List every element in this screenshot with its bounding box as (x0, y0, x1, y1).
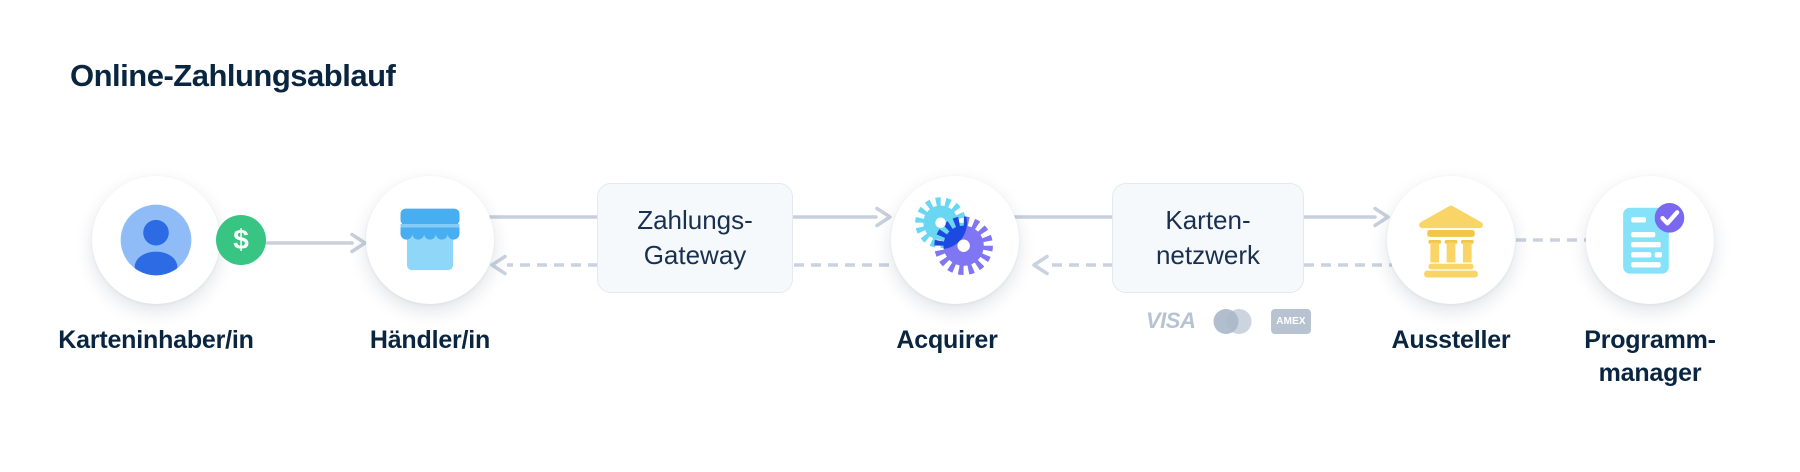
dollar-icon: $ (233, 224, 249, 255)
forward-arrows (265, 206, 1390, 254)
label-programm-manager-line1: Programm- (1584, 326, 1716, 354)
zahlungs-gateway-box: Zahlungs- Gateway (597, 183, 793, 293)
karten-netzwerk-label-line2: netzwerk (1155, 240, 1261, 270)
mastercard-icon (1213, 308, 1252, 334)
check-icon (1660, 210, 1680, 226)
node-haendler (366, 176, 494, 304)
bank-icon (1419, 205, 1483, 278)
label-acquirer: Acquirer (896, 326, 998, 354)
arrowhead-right-icon (875, 206, 892, 228)
karten-netzwerk-box: Karten- netzwerk (1112, 183, 1304, 293)
arrowhead-right-icon (350, 232, 367, 254)
label-programm-manager-line2: manager (1598, 359, 1702, 387)
arrowhead-left-icon (490, 254, 507, 276)
zahlungs-gateway-label-line2: Gateway (643, 240, 747, 270)
karten-netzwerk-label-line1: Karten- (1165, 205, 1251, 235)
dollar-badge: $ (216, 215, 266, 265)
node-acquirer (891, 176, 1019, 304)
arrowhead-right-icon (1373, 206, 1390, 228)
storefront-icon (400, 208, 460, 271)
label-aussteller: Aussteller (1391, 326, 1511, 354)
node-aussteller (1387, 176, 1515, 304)
label-programm-manager: Programm- manager (1500, 324, 1800, 390)
zahlungs-gateway-label-line1: Zahlungs- (637, 205, 753, 235)
return-arrowheads (490, 254, 1049, 276)
arrowhead-left-icon (1032, 254, 1049, 276)
page-title: Online-Zahlungsablauf (70, 58, 396, 93)
label-karteninhaber: Karteninhaber/in (58, 326, 254, 354)
card-brand-logos: VISA AMEX (1146, 304, 1312, 338)
return-arrows (507, 238, 1586, 267)
node-programm-manager (1586, 176, 1714, 304)
document-check-icon (1623, 203, 1685, 274)
node-karteninhaber (92, 176, 220, 304)
label-haendler: Händler/in (369, 326, 491, 354)
user-icon (120, 204, 192, 276)
visa-logo: VISA (1146, 308, 1196, 333)
amex-logo: AMEX (1271, 308, 1312, 334)
gears-icon (915, 197, 993, 276)
